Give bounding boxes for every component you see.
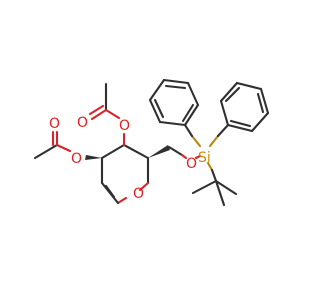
acetoxy-left-carbonyl-o-label: O — [49, 116, 60, 132]
bond-tbu-methyl-3 — [214, 179, 226, 207]
bond-ch2-o — [167, 145, 184, 157]
bond-o-si — [194, 154, 202, 160]
bond-tbu-methyl-2 — [214, 179, 238, 196]
phenyl-ring-2 — [219, 81, 270, 133]
bond-c6-ring-o — [138, 181, 150, 192]
bond-carbonyl-top-c=o — [90, 108, 108, 121]
ring-oxygen-label: O — [133, 186, 144, 202]
bond-ester-o-carbonyl-left — [55, 143, 72, 153]
molecule-diagram: O O O O O O Si — [33, 78, 270, 207]
bond-carbonyl-top-c=o-2 — [88, 104, 105, 116]
wedge-c3-ester-o-left — [85, 155, 102, 160]
bond-si-phenyl2-b — [216, 123, 230, 138]
bond-carbonyl-left-methyl — [33, 143, 59, 160]
bond-si-phenyl2 — [208, 134, 220, 148]
structure-svg: O O O O O O Si — [33, 78, 270, 207]
bond-si-phenyl1 — [190, 134, 202, 148]
bond-ester-o-carbonyl-top — [104, 108, 121, 120]
acetoxy-top-carbonyl-o-label: O — [77, 115, 88, 131]
bond-si-phenyl1-b — [183, 123, 194, 138]
bond-ring-o-c1 — [116, 196, 128, 205]
phenyl-ring-1 — [148, 78, 200, 127]
silicon-label: Si — [198, 150, 211, 166]
bond-c1-c2-double — [104, 184, 116, 199]
bond-si-tbu — [206, 161, 214, 172]
bond-ch2-o-red — [180, 153, 188, 160]
acetoxy-left-ester-o-label: O — [71, 151, 82, 167]
silyl-ether-o-label: O — [186, 156, 197, 172]
bond-c4-c5 — [122, 143, 150, 160]
acetoxy-top-ester-o-label: O — [119, 118, 130, 134]
bond-tbu-methyl-1 — [191, 179, 218, 195]
bond-c3-c4 — [100, 143, 126, 160]
wedge-c5-ch2 — [148, 145, 170, 158]
bond-tbu-quaternary — [210, 168, 218, 183]
